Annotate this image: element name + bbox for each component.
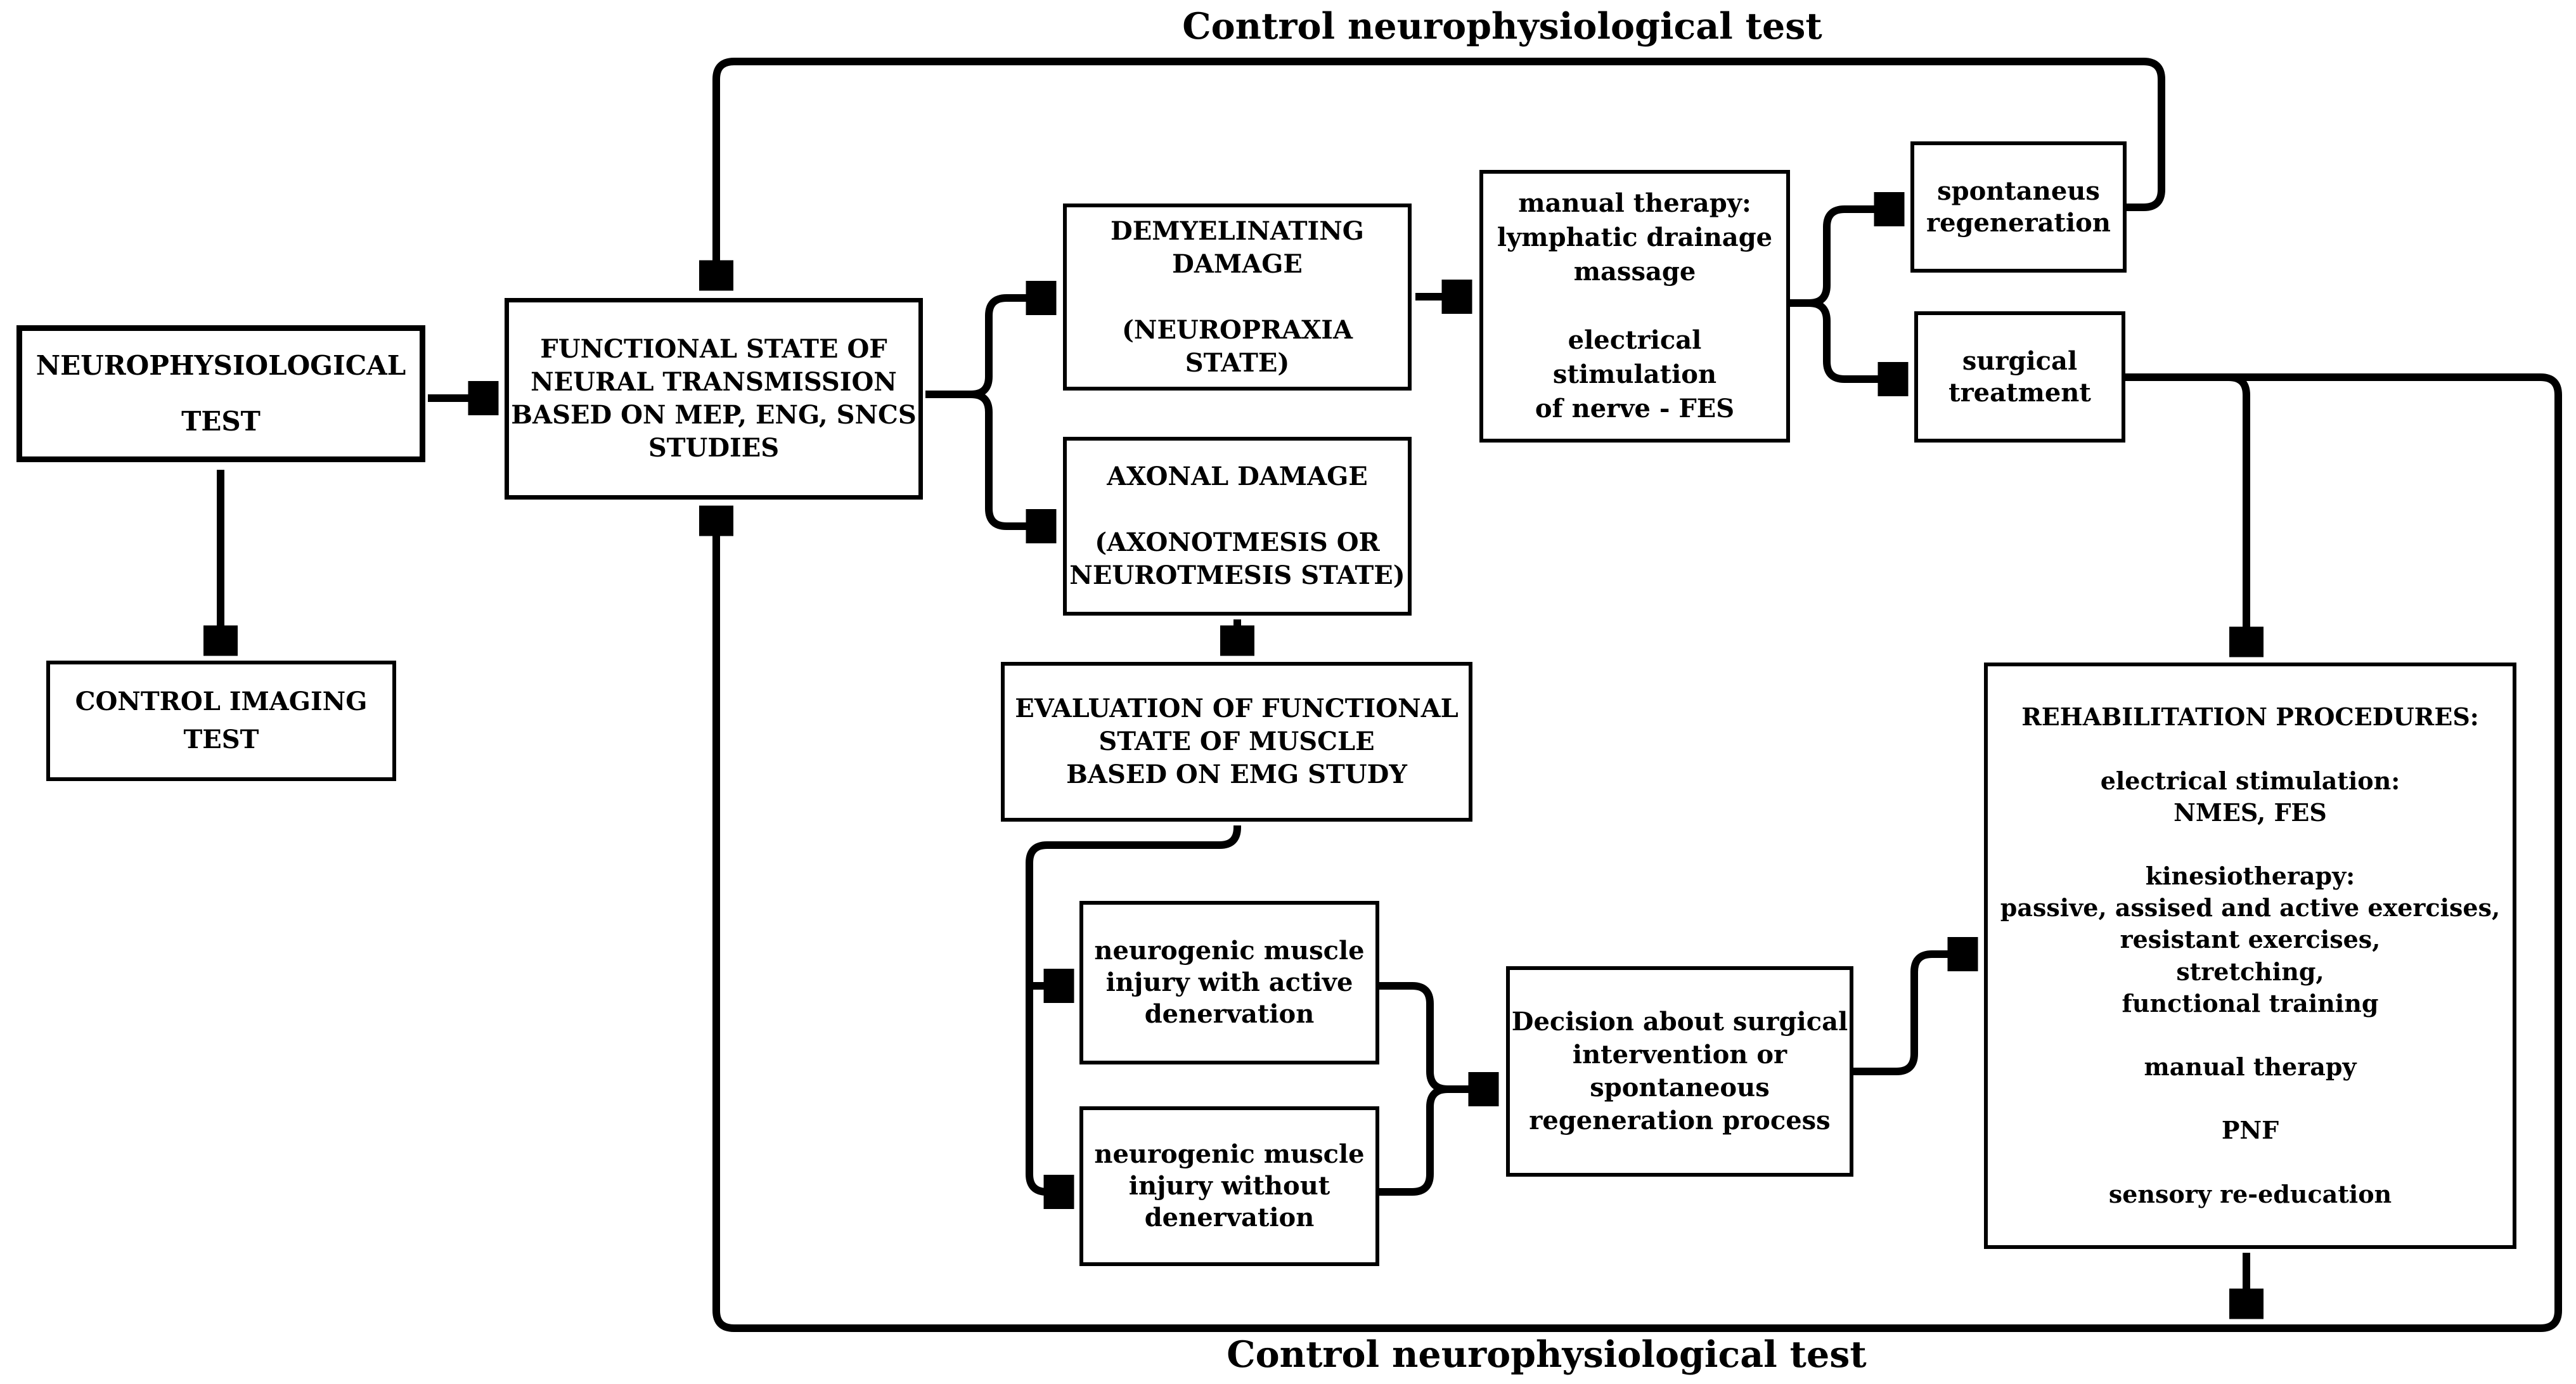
node-spontaneus-regeneration: spontaneus regeneration xyxy=(1910,141,2127,273)
arrow-functional-to-axonal xyxy=(970,391,1051,526)
node-surgical-treatment: surgical treatment xyxy=(1914,311,2125,443)
arrow-bottom-control-loop xyxy=(716,373,2562,1332)
line-without-denervation-merge xyxy=(1379,1085,1448,1196)
node-axonal-damage: AXONAL DAMAGE (AXONOTMESIS OR NEUROTMESI… xyxy=(1063,437,1412,616)
node-demyelinating-damage: DEMYELINATING DAMAGE (NEUROPRAXIA STATE) xyxy=(1063,204,1412,391)
arrow-decision-to-rehabilitation xyxy=(1852,954,1973,1075)
node-decision-surgical-or-spontaneous: Decision about surgical intervention or … xyxy=(1506,966,1853,1177)
arrow-manual-therapy-to-surgical xyxy=(1808,299,1903,379)
node-neurogenic-with-denervation: neurogenic muscle injury with active den… xyxy=(1079,901,1379,1064)
node-manual-therapy-fes: manual therapy: lymphatic drainage massa… xyxy=(1479,170,1790,443)
arrow-top-control-loop xyxy=(716,58,2165,285)
arrow-with-denervation-to-decision xyxy=(1379,982,1493,1089)
bottom-control-loop-label: Control neurophysiological test xyxy=(1227,1333,1867,1376)
node-control-imaging-test: CONTROL IMAGING TEST xyxy=(46,661,396,781)
arrow-manual-therapy-to-spontaneus xyxy=(1790,209,1899,307)
arrow-evaluation-to-without-denervation xyxy=(1026,825,1241,1192)
top-control-loop-label: Control neurophysiological test xyxy=(1182,5,1822,48)
arrow-functional-to-demyelinating xyxy=(925,298,1051,398)
node-neurogenic-without-denervation: neurogenic muscle injury without denerva… xyxy=(1079,1106,1379,1266)
node-neurophysiological-test: NEUROPHYSIOLOGICAL TEST xyxy=(16,325,425,462)
node-rehabilitation-procedures: REHABILITATION PROCEDURES: electrical st… xyxy=(1984,663,2516,1249)
node-evaluation-muscle-emg: EVALUATION OF FUNCTIONAL STATE OF MUSCLE… xyxy=(1001,662,1472,822)
arrow-surgical-to-rehabilitation xyxy=(2228,373,2246,652)
node-functional-state-neural-transmission: FUNCTIONAL STATE OF NEURAL TRANSMISSION … xyxy=(505,298,923,500)
